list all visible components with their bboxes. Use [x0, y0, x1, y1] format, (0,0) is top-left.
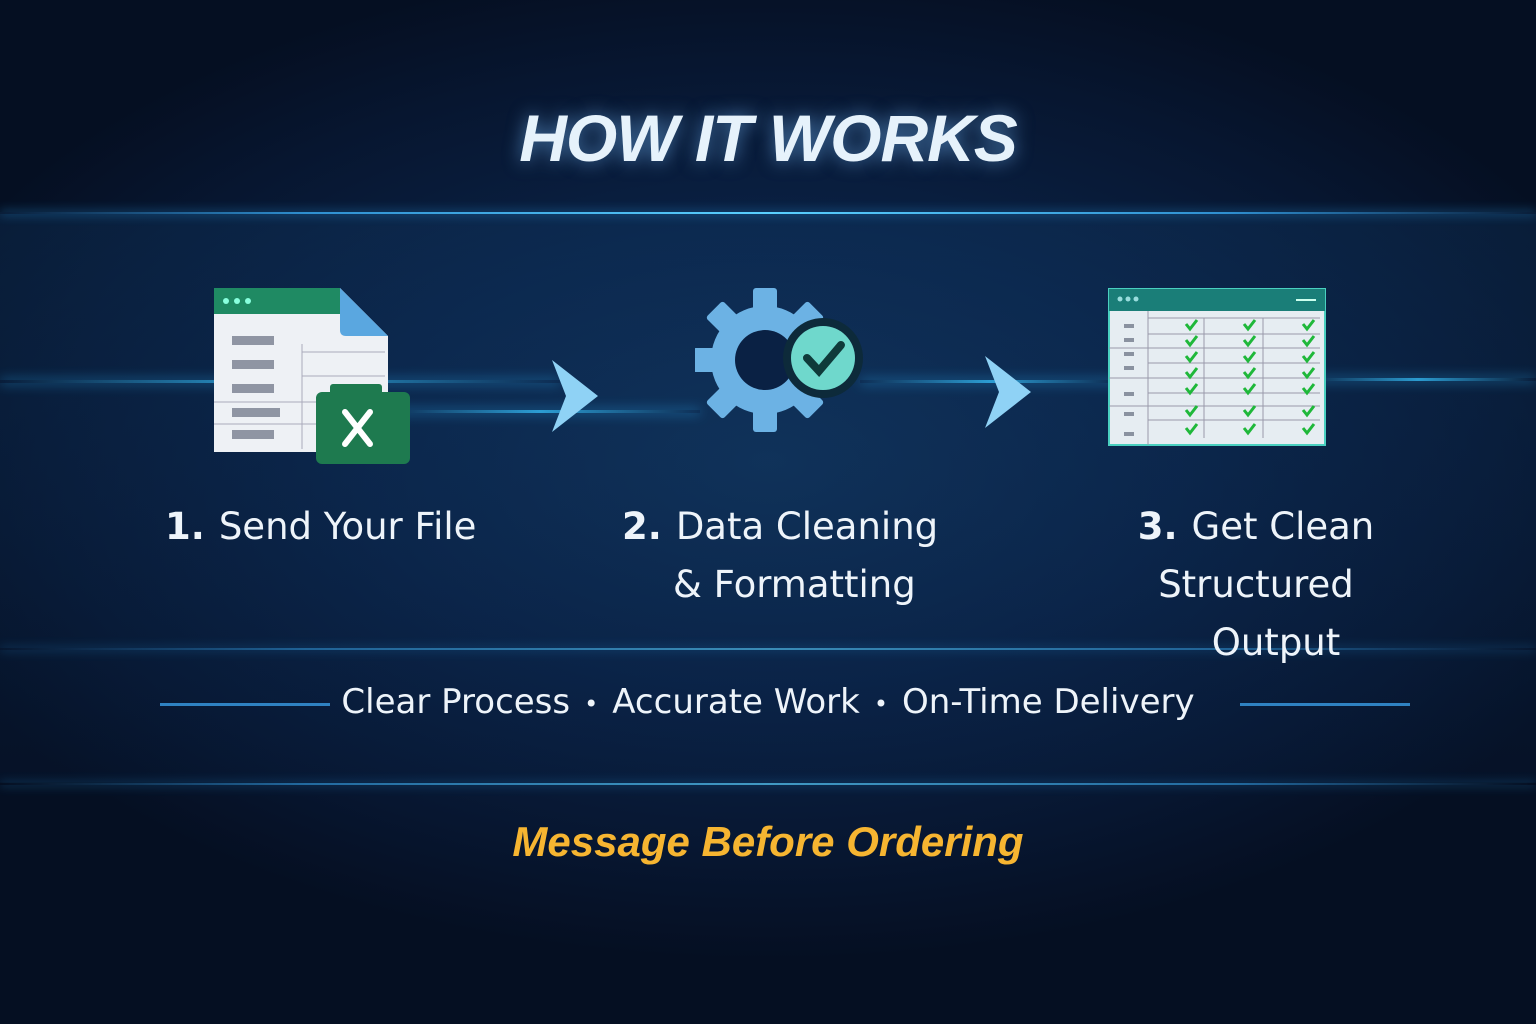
step-title-line2: Output — [1211, 621, 1341, 664]
step-1-label: 1. Send Your File — [165, 498, 476, 556]
divider-middle — [0, 648, 1536, 650]
step-2-label: 2. Data Cleaning & Formatting — [622, 498, 938, 614]
arrow-right-icon — [552, 360, 600, 432]
excel-file-icon — [210, 284, 415, 469]
step-title: Data Cleaning — [675, 505, 939, 548]
tagline-item: On-Time Delivery — [901, 682, 1195, 722]
step-number: 2. — [622, 505, 662, 548]
step-number: 3. — [1137, 505, 1178, 548]
step-title-line2: & Formatting — [673, 563, 916, 606]
arrow-right-icon — [985, 356, 1033, 428]
cta-message: Message Before Ordering — [512, 818, 1024, 865]
separator: • — [873, 689, 888, 718]
glow-streak — [1300, 378, 1536, 381]
divider-top — [0, 212, 1536, 214]
tagline: Clear Process • Accurate Work • On-Time Deli… — [0, 682, 1536, 722]
separator: • — [584, 689, 599, 718]
step-number: 1. — [165, 505, 205, 548]
clean-spreadsheet-icon — [1108, 288, 1328, 448]
tagline-line-left — [160, 703, 330, 706]
step-title: Send Your File — [218, 505, 477, 548]
tagline-item: Clear Process — [341, 682, 571, 722]
step-title: Get Clean Structured — [1158, 505, 1375, 606]
tagline-item: Accurate Work — [612, 682, 860, 722]
glow-streak — [860, 380, 1120, 383]
divider-bottom — [0, 783, 1536, 785]
tagline-line-right — [1240, 703, 1410, 706]
step-3-label: 3.Get Clean Structured Output — [1046, 498, 1466, 672]
gear-check-icon — [695, 285, 870, 435]
page-title: HOW IT WORKS — [519, 101, 1018, 175]
glow-streak — [380, 410, 700, 413]
